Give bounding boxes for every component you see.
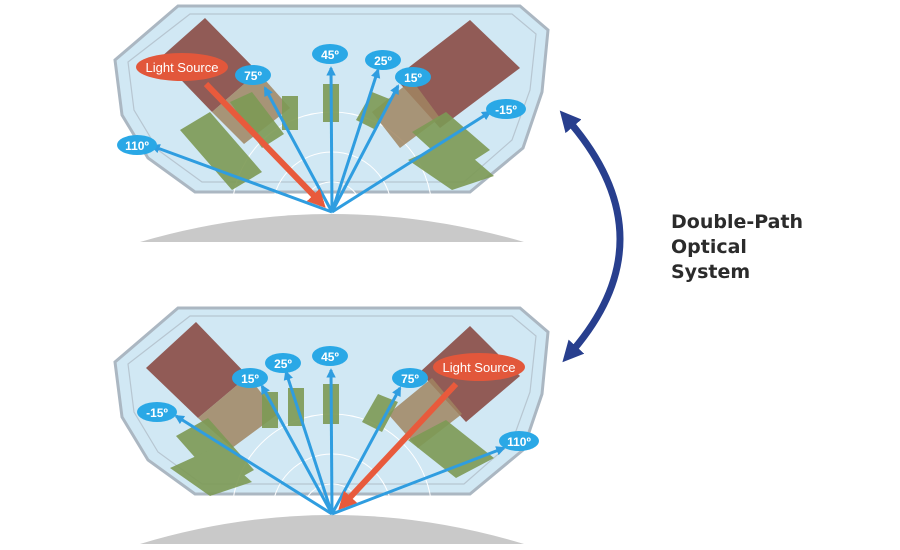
top-angle-label-75: 75º: [235, 65, 271, 85]
bottom-angle-label-minus-15: -15º: [137, 402, 177, 422]
bottom-illumination-beam: [338, 381, 459, 510]
caption-line-1: Double-Path: [671, 211, 804, 233]
svg-text:Light Source: Light Source: [146, 60, 219, 75]
svg-text:110º: 110º: [125, 139, 149, 153]
double-path-caption: Double-Path Optical System: [671, 210, 871, 285]
top-second-source-block: [372, 20, 520, 148]
top-angle-label-minus-15: -15º: [486, 99, 526, 119]
bottom-angle-label-110: 110º: [499, 431, 539, 451]
top-angle-label-110: 110º: [117, 135, 157, 155]
bottom-light-source-label: Light Source: [433, 353, 525, 381]
beam-110: [150, 144, 333, 214]
caption-line-3: System: [671, 261, 751, 283]
svg-text:45º: 45º: [321, 48, 339, 62]
bottom-angle-label-75: 75º: [392, 368, 428, 388]
beam-15: [260, 384, 334, 515]
top-angle-label-25: 25º: [365, 50, 401, 70]
svg-text:Light Source: Light Source: [443, 360, 516, 375]
bottom-angle-label-45: 45º: [312, 346, 348, 366]
svg-text:15º: 15º: [404, 71, 422, 85]
svg-text:-15º: -15º: [495, 103, 517, 117]
bottom-beams: [174, 368, 506, 516]
svg-text:-15º: -15º: [146, 406, 168, 420]
bottom-sample-surface: [140, 515, 524, 544]
beam-45: [326, 66, 336, 213]
caption-line-2: Optical: [671, 236, 747, 258]
beam-25: [283, 370, 334, 515]
beam-15: [330, 84, 400, 213]
svg-text:25º: 25º: [274, 357, 292, 371]
bottom-detectors: [170, 384, 494, 496]
svg-text:45º: 45º: [321, 350, 339, 364]
beam-45: [326, 368, 336, 515]
svg-text:75º: 75º: [401, 372, 419, 386]
top-angle-label-15: 15º: [395, 67, 431, 87]
top-detectors: [180, 84, 494, 190]
top-angle-label-45: 45º: [312, 44, 348, 64]
beam-25: [330, 68, 381, 213]
double-path-arrow: [559, 110, 624, 363]
top-illumination-beam: [203, 81, 326, 208]
top-sample-surface: [140, 214, 524, 242]
top-light-source-label: Light Source: [136, 53, 228, 81]
svg-text:25º: 25º: [374, 54, 392, 68]
beam-110: [331, 446, 506, 516]
bottom-angle-label-25: 25º: [265, 353, 301, 373]
beam-minus-15: [331, 110, 492, 214]
svg-text:110º: 110º: [507, 435, 531, 449]
svg-text:15º: 15º: [241, 372, 259, 386]
bottom-angle-label-15: 15º: [232, 368, 268, 388]
beam-minus-15: [174, 414, 333, 516]
svg-text:75º: 75º: [244, 69, 262, 83]
